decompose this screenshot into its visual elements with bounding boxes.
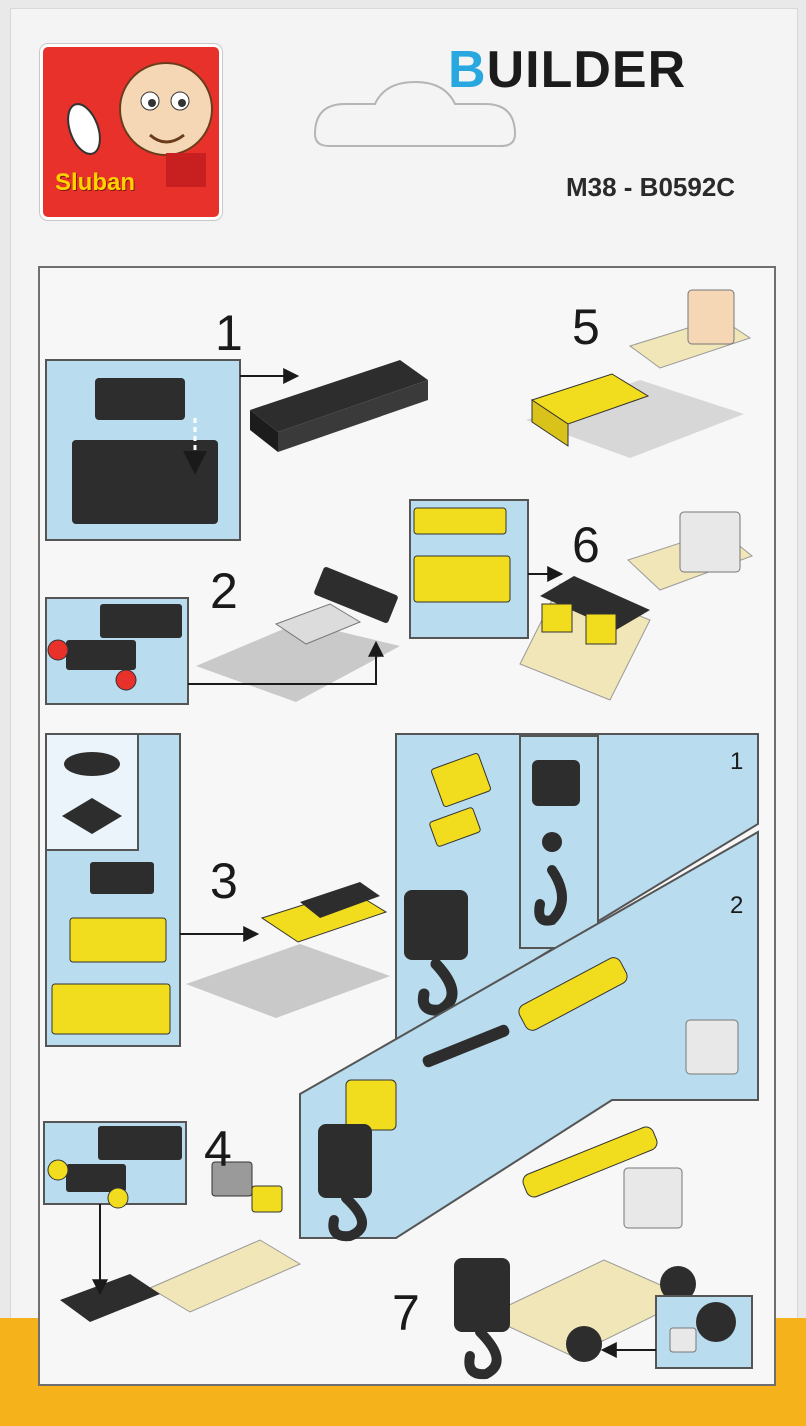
brick-icon <box>69 917 167 963</box>
brick-icon <box>532 760 580 806</box>
step-number-7: 7 <box>392 1285 420 1341</box>
hanger-hole <box>313 80 517 147</box>
brick-icon <box>318 1124 372 1198</box>
brick-icon <box>345 1079 397 1131</box>
crane-arm-icon <box>422 957 628 1068</box>
brand-title-rest: UILDER <box>486 41 687 99</box>
brick-icon <box>90 862 154 894</box>
step-6-panel <box>409 499 753 701</box>
brick-icon <box>64 752 120 776</box>
hook-icon <box>464 1327 502 1380</box>
step-1-panel <box>45 359 428 541</box>
step-2-panel <box>45 567 400 705</box>
brick-icon <box>429 807 481 847</box>
brick-icon <box>72 440 218 524</box>
step-number-4: 4 <box>204 1121 232 1177</box>
wheel-icon <box>47 1159 69 1181</box>
wheel-icon <box>566 1326 602 1362</box>
chassis-assembled-icon <box>250 360 428 452</box>
brick-icon <box>314 567 398 623</box>
brick-icon <box>251 1185 283 1213</box>
brick-icon <box>413 555 511 603</box>
wheel-icon <box>696 1302 736 1342</box>
brick-icon <box>679 511 741 573</box>
brand-title: BUILDER <box>448 40 686 100</box>
step-5-panel <box>526 289 752 458</box>
step-number-5: 5 <box>572 299 600 355</box>
hook-icon <box>328 1193 367 1242</box>
brick-icon <box>454 1258 510 1332</box>
brick-icon <box>66 640 136 670</box>
step-7-final-model <box>454 1126 753 1380</box>
brand-title-first-letter: B <box>448 41 487 99</box>
arrow-icon <box>188 640 384 685</box>
brick-icon <box>685 1019 739 1075</box>
wheel-icon <box>115 669 137 691</box>
brick-icon <box>623 1167 683 1229</box>
step-number-3: 3 <box>210 853 238 909</box>
brick-icon <box>100 604 182 638</box>
brick-icon <box>687 289 735 345</box>
brick-icon <box>211 1161 253 1197</box>
step-number-6: 6 <box>572 517 600 573</box>
model-number: M38 - B0592C <box>566 172 736 202</box>
hook-icon <box>534 865 567 926</box>
step-number-1: 1 <box>215 305 243 361</box>
brick-icon <box>95 378 185 420</box>
step-4-panel <box>43 1121 302 1322</box>
step-7-sub-2-panel <box>299 830 759 1242</box>
step-3-panel <box>45 733 390 1047</box>
brick-icon <box>51 983 171 1035</box>
brick-icon <box>404 890 468 960</box>
wheel-icon <box>660 1266 696 1302</box>
substep-number-1: 1 <box>730 748 744 775</box>
brick-icon <box>669 1327 697 1353</box>
sluban-logo: Sluban <box>40 44 222 220</box>
mascot-icon <box>67 62 213 187</box>
brick-icon <box>98 1126 182 1160</box>
hook-icon <box>417 958 458 1016</box>
logo-text: Sluban <box>55 169 136 196</box>
step-7-sub-1-panel <box>395 733 759 1046</box>
substep-number-2: 2 <box>730 892 744 919</box>
brick-icon <box>413 507 507 535</box>
brick-icon <box>66 1164 126 1192</box>
wheel-icon <box>47 639 69 661</box>
wheel-icon <box>107 1187 129 1209</box>
step-number-2: 2 <box>210 563 238 619</box>
brick-icon <box>431 753 491 807</box>
